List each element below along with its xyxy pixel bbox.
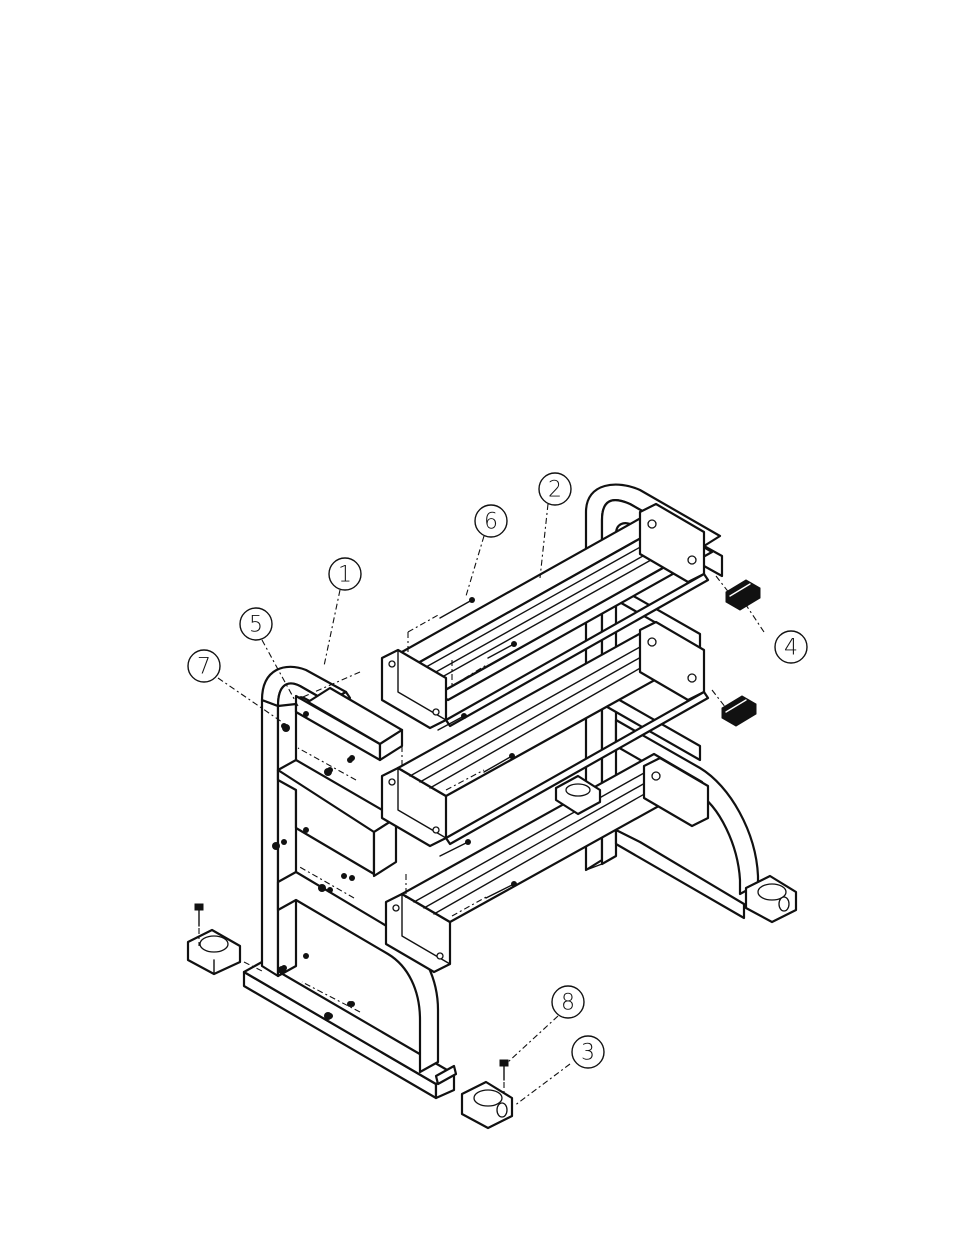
callout-6: 6 bbox=[475, 505, 507, 537]
callout-2-label: 2 bbox=[548, 478, 562, 503]
callout-4-label: 4 bbox=[784, 636, 798, 661]
callout-3-label: 3 bbox=[581, 1041, 595, 1066]
screw-front bbox=[500, 1060, 508, 1080]
foot-left bbox=[188, 930, 240, 974]
callout-1-label: 1 bbox=[338, 563, 352, 588]
callout-6-label: 6 bbox=[484, 510, 498, 535]
callout-2: 2 bbox=[539, 473, 571, 505]
foot-front bbox=[462, 1082, 512, 1128]
end-cap-upper bbox=[726, 580, 760, 610]
callout-5: 5 bbox=[240, 608, 272, 640]
screw-left bbox=[195, 904, 203, 926]
callout-8: 8 bbox=[552, 986, 584, 1018]
callout-7-label: 7 bbox=[197, 655, 211, 680]
callout-4: 4 bbox=[775, 631, 807, 663]
callout-7: 7 bbox=[188, 650, 220, 682]
end-cap-lower bbox=[722, 696, 756, 726]
callout-1: 1 bbox=[329, 558, 361, 590]
callout-5-label: 5 bbox=[249, 613, 263, 638]
callout-8-label: 8 bbox=[561, 991, 575, 1016]
callout-3: 3 bbox=[572, 1036, 604, 1068]
